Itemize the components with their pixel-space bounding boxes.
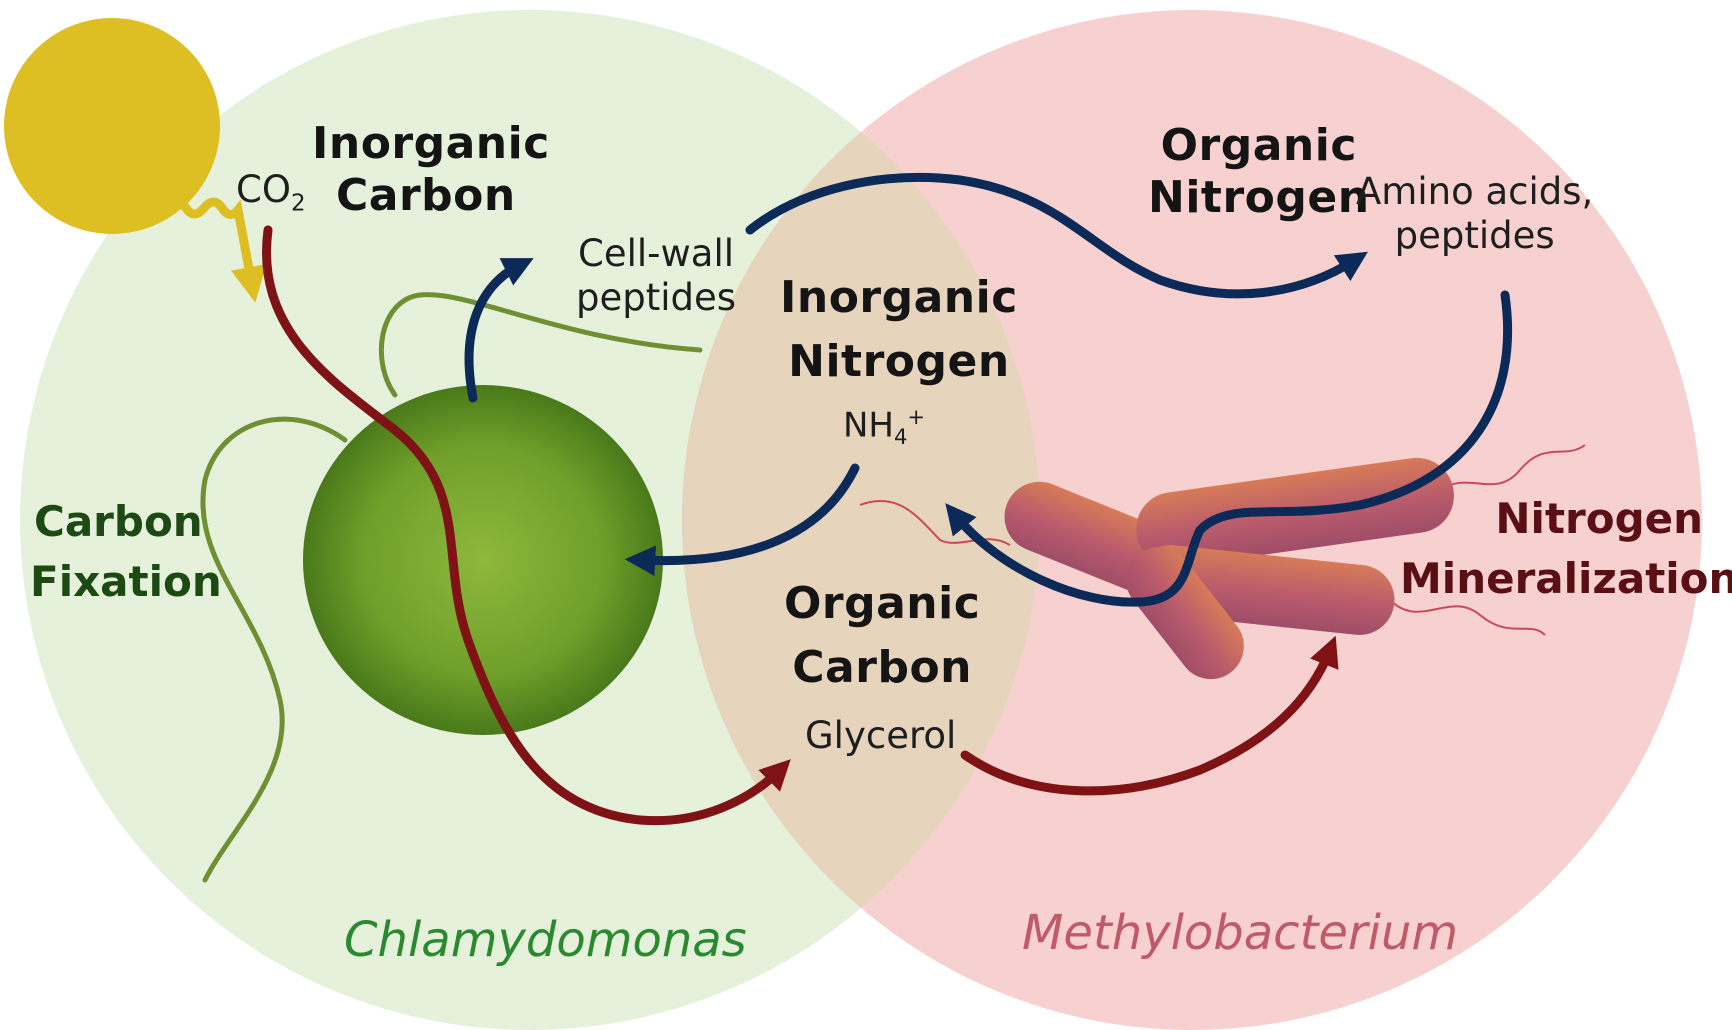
ammonium-label: NH4+ — [843, 404, 926, 450]
cell-wall-peptides-label: Cell-wall peptides — [576, 232, 737, 319]
flagellum-icon — [378, 292, 703, 398]
bacterium-flagellum-icon — [1439, 444, 1586, 491]
ammonium-uptake-arrow — [624, 463, 860, 577]
carbon-fixation-label: Carbon Fixation — [30, 497, 222, 606]
organic-nitrogen-arrow — [745, 172, 1368, 299]
organic-nitrogen-label: Organic Nitrogen — [1148, 120, 1370, 223]
light-wave-icon — [163, 197, 267, 303]
chlamydomonas-cell-icon — [303, 385, 663, 735]
methylobacterium-label: Methylobacterium — [1022, 905, 1459, 961]
glycerol-label: Glycerol — [805, 714, 957, 757]
chlamydomonas-label: Chlamydomonas — [344, 912, 747, 968]
overlap-region — [682, 10, 1040, 1030]
bacterium-flagellum-icon — [859, 499, 1011, 546]
carbon-to-bacterium-arrow — [960, 635, 1339, 796]
nitrogen-mineralization-label: Nitrogen Mineralization — [1400, 494, 1732, 603]
sun-icon — [4, 18, 220, 234]
inorganic-carbon-line1: Inorganic — [312, 118, 550, 169]
inorganic-nitrogen-label: Inorganic Nitrogen — [780, 272, 1018, 387]
inorganic-carbon-line2: Carbon — [336, 169, 516, 221]
bacterium-flagellum-icon — [1389, 599, 1546, 636]
carbon-flow-arrow — [262, 225, 791, 826]
inorganic-carbon-label: Inorganic Carbon — [312, 118, 550, 222]
flagellum-icon — [200, 416, 348, 883]
co2-label: CO2 — [236, 168, 306, 217]
mineralization-arrow — [945, 290, 1513, 607]
cell-wall-export-arrow — [464, 258, 534, 403]
amino-acids-label: Amino acids, peptides — [1356, 170, 1594, 257]
organic-carbon-label: Organic Carbon — [784, 578, 981, 693]
